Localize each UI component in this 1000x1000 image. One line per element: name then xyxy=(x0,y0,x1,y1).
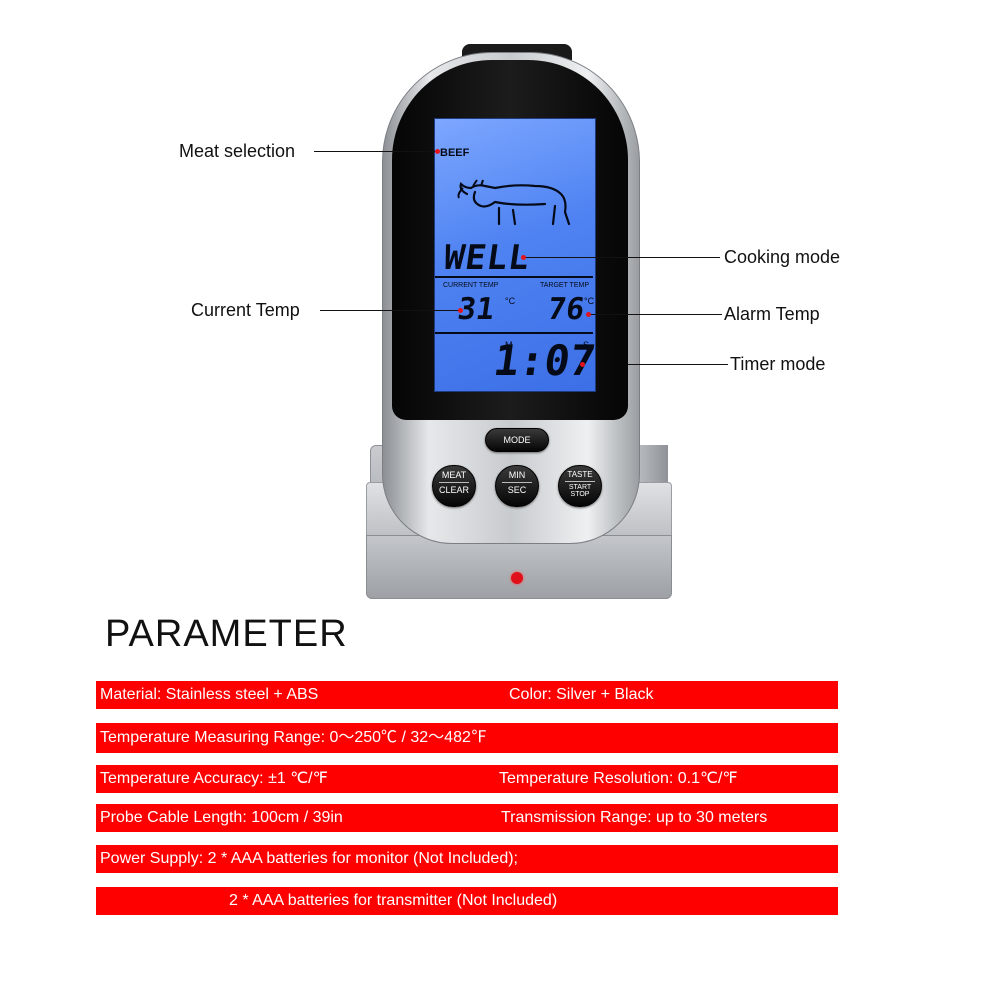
param-resolution: Temperature Resolution: 0.1℃/℉ xyxy=(499,770,738,787)
stand-front xyxy=(366,535,672,599)
callout-cooking-mode: Cooking mode xyxy=(724,247,841,267)
callout-alarm-temp: Alarm Temp xyxy=(724,304,820,324)
param-row-power-transmitter: 2 * AAA batteries for transmitter (Not I… xyxy=(96,887,838,915)
param-transmission: Transmission Range: up to 30 meters xyxy=(501,809,768,826)
param-range: Temperature Measuring Range: 0～250℃ / 32… xyxy=(100,729,487,746)
leader-alarm-temp xyxy=(590,314,722,315)
screen-meat-type: BEEF xyxy=(440,147,470,159)
callout-dot xyxy=(458,308,463,313)
callout-timer-mode: Timer mode xyxy=(730,354,826,374)
button-divider xyxy=(439,482,469,483)
callout-dot xyxy=(521,255,526,260)
param-row-range: Temperature Measuring Range: 0～250℃ / 32… xyxy=(96,723,838,753)
param-accuracy: Temperature Accuracy: ±1 ℃/℉ xyxy=(100,770,328,787)
param-power-transmitter: 2 * AAA batteries for transmitter (Not I… xyxy=(229,892,558,909)
leader-timer-mode xyxy=(628,364,728,365)
target-temp-caption: TARGET TEMP xyxy=(540,282,590,289)
stand-led-indicator xyxy=(511,572,523,584)
taste-startstop-button[interactable]: TASTE START STOP xyxy=(558,465,602,507)
sec-label: SEC xyxy=(507,485,527,495)
button-divider xyxy=(565,481,595,482)
callout-dot xyxy=(435,149,440,154)
leader-current-temp xyxy=(320,310,460,311)
screen-divider-2 xyxy=(435,332,593,334)
param-color: Color: Silver + Black xyxy=(509,686,654,703)
min-sec-button[interactable]: MIN SEC xyxy=(495,465,539,507)
timer-sec-unit: S xyxy=(583,340,590,350)
cow-icon xyxy=(457,179,571,226)
leader-cooking-mode xyxy=(524,257,720,258)
current-temp-caption: CURRENT TEMP xyxy=(443,282,499,289)
button-divider xyxy=(502,482,532,483)
meat-label: MEAT xyxy=(441,470,467,480)
screen-doneness: WELL xyxy=(441,238,533,278)
lcd-screen xyxy=(434,118,596,392)
param-power-monitor: Power Supply: 2 * AAA batteries for moni… xyxy=(100,850,518,867)
param-material: Material: Stainless steel + ABS xyxy=(100,686,319,703)
param-row-accuracy-resolution: Temperature Accuracy: ±1 ℃/℉ Temperature… xyxy=(96,765,838,793)
clear-label: CLEAR xyxy=(438,485,469,495)
target-temp-unit: °C xyxy=(584,296,595,306)
param-cable: Probe Cable Length: 100cm / 39in xyxy=(100,809,343,826)
callout-meat-selection: Meat selection xyxy=(179,141,296,161)
mode-button-label: MODE xyxy=(503,435,531,445)
mode-button[interactable]: MODE xyxy=(485,428,549,452)
taste-label: TASTE xyxy=(567,470,593,479)
start-stop-label: START STOP xyxy=(568,484,592,498)
leader-meat-selection xyxy=(314,151,436,152)
param-row-material-color: Material: Stainless steel + ABS Color: S… xyxy=(96,681,838,709)
timer-min-unit: M xyxy=(505,340,513,350)
param-row-cable-transmission: Probe Cable Length: 100cm / 39in Transmi… xyxy=(96,804,838,832)
param-row-power-monitor: Power Supply: 2 * AAA batteries for moni… xyxy=(96,845,838,873)
min-label: MIN xyxy=(508,470,526,480)
parameter-heading: PARAMETER xyxy=(105,613,348,655)
current-temp-unit: °C xyxy=(505,296,516,306)
meat-clear-button[interactable]: MEAT CLEAR xyxy=(432,465,476,507)
target-temp-value: 76 xyxy=(545,292,587,327)
callout-current-temp: Current Temp xyxy=(191,300,300,320)
screen-divider-1 xyxy=(435,276,593,278)
callout-dot xyxy=(580,362,585,367)
callout-dot xyxy=(586,312,591,317)
